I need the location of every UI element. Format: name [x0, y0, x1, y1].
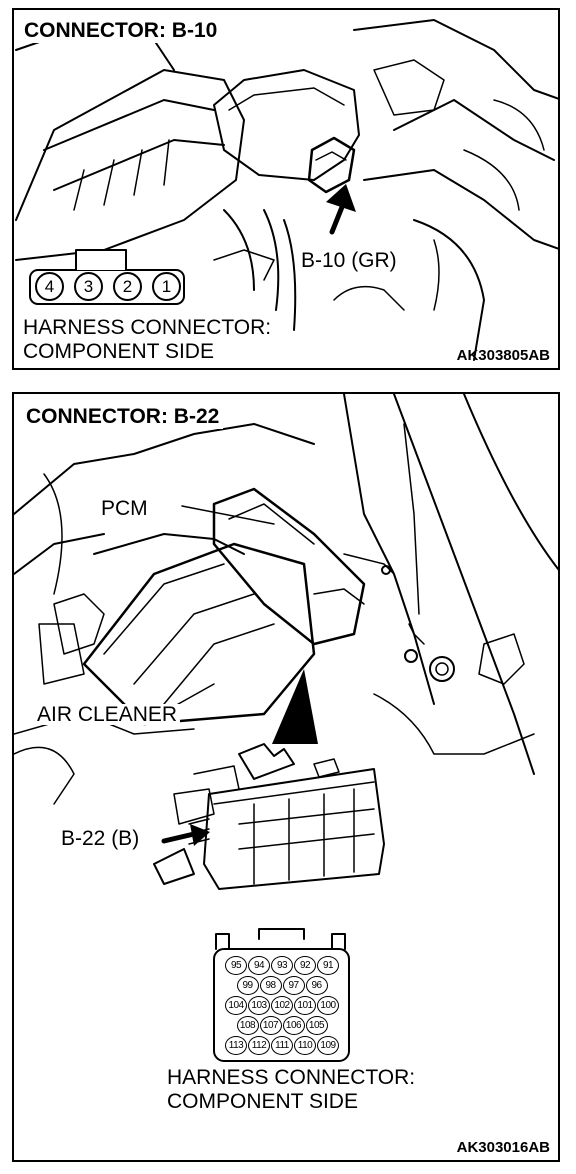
pin-cell: 1: [152, 272, 181, 301]
b10-harness-label: HARNESS CONNECTOR: COMPONENT SIDE: [20, 316, 275, 364]
pin-cell: 91: [317, 956, 339, 975]
pin-row: 108 107 106 105: [222, 1016, 342, 1035]
pin-cell: 93: [271, 956, 293, 975]
b22-figure-code: AK303016AB: [456, 1139, 550, 1156]
air-cleaner-label: AIR CLEANER: [34, 704, 181, 725]
b10-callout-label: B-10 (GR): [298, 250, 400, 271]
pin-cell: 111: [271, 1036, 293, 1055]
pin-cell: 110: [294, 1036, 316, 1055]
b10-figure-code: AK303805AB: [456, 347, 550, 364]
harness-label-line1: HARNESS CONNECTOR:: [23, 316, 272, 339]
panel-title-b10: CONNECTOR: B-10: [24, 20, 222, 43]
pin-cell: 99: [236, 976, 259, 995]
harness-label-line2: COMPONENT SIDE: [23, 340, 214, 363]
pin-row: 104 103 102 101 100: [222, 996, 342, 1015]
harness-label-line2: COMPONENT SIDE: [167, 1090, 358, 1113]
pin-cell: 106: [282, 1016, 305, 1035]
b22-harness-label: HARNESS CONNECTOR: COMPONENT SIDE: [164, 1066, 419, 1114]
pin-cell: 92: [294, 956, 316, 975]
pin-cell: 109: [317, 1036, 339, 1055]
b22-callout-label: B-22 (B): [58, 828, 143, 849]
pcm-enlarged: [153, 743, 385, 890]
pin-cell: 98: [259, 976, 282, 995]
pin-cell: 3: [74, 272, 103, 301]
engine-bay-drawing-b10: [15, 19, 558, 361]
panel-title-b22: CONNECTOR: B-22: [26, 406, 224, 429]
pin-cell: 104: [225, 996, 247, 1015]
pin-cell: 108: [236, 1016, 259, 1035]
pin-cell: 102: [271, 996, 293, 1015]
pin-cell: 4: [35, 272, 64, 301]
pin-cell: 94: [248, 956, 270, 975]
pin-cell: 96: [305, 976, 328, 995]
b10-pin-row: 4 3 2 1: [35, 272, 181, 302]
pin-cell: 113: [225, 1036, 247, 1055]
pin-cell: 97: [282, 976, 305, 995]
harness-label-line1: HARNESS CONNECTOR:: [167, 1066, 416, 1089]
b10-connector-face: [29, 249, 185, 305]
connector-b10-panel: CONNECTOR: B-10 4 3 2 1 B-10 (GR) HARNES…: [12, 8, 560, 370]
pin-cell: 112: [248, 1036, 270, 1055]
pcm-label: PCM: [98, 498, 151, 519]
pin-row: 95 94 93 92 91: [222, 956, 342, 975]
pin-row: 113 112 111 110 109: [222, 1036, 342, 1055]
pin-cell: 103: [248, 996, 270, 1015]
pin-cell: 95: [225, 956, 247, 975]
b22-pin-grid: 95 94 93 92 91 99 98 97 96 104 103 102 1…: [222, 956, 342, 1055]
pin-cell: 107: [259, 1016, 282, 1035]
pin-cell: 2: [113, 272, 142, 301]
pin-cell: 105: [305, 1016, 328, 1035]
pin-cell: 100: [317, 996, 339, 1015]
pin-row: 99 98 97 96: [222, 976, 342, 995]
pin-cell: 101: [294, 996, 316, 1015]
connector-b22-panel: CONNECTOR: B-22 PCM AIR CLEANER B-22 (B)…: [12, 392, 560, 1162]
